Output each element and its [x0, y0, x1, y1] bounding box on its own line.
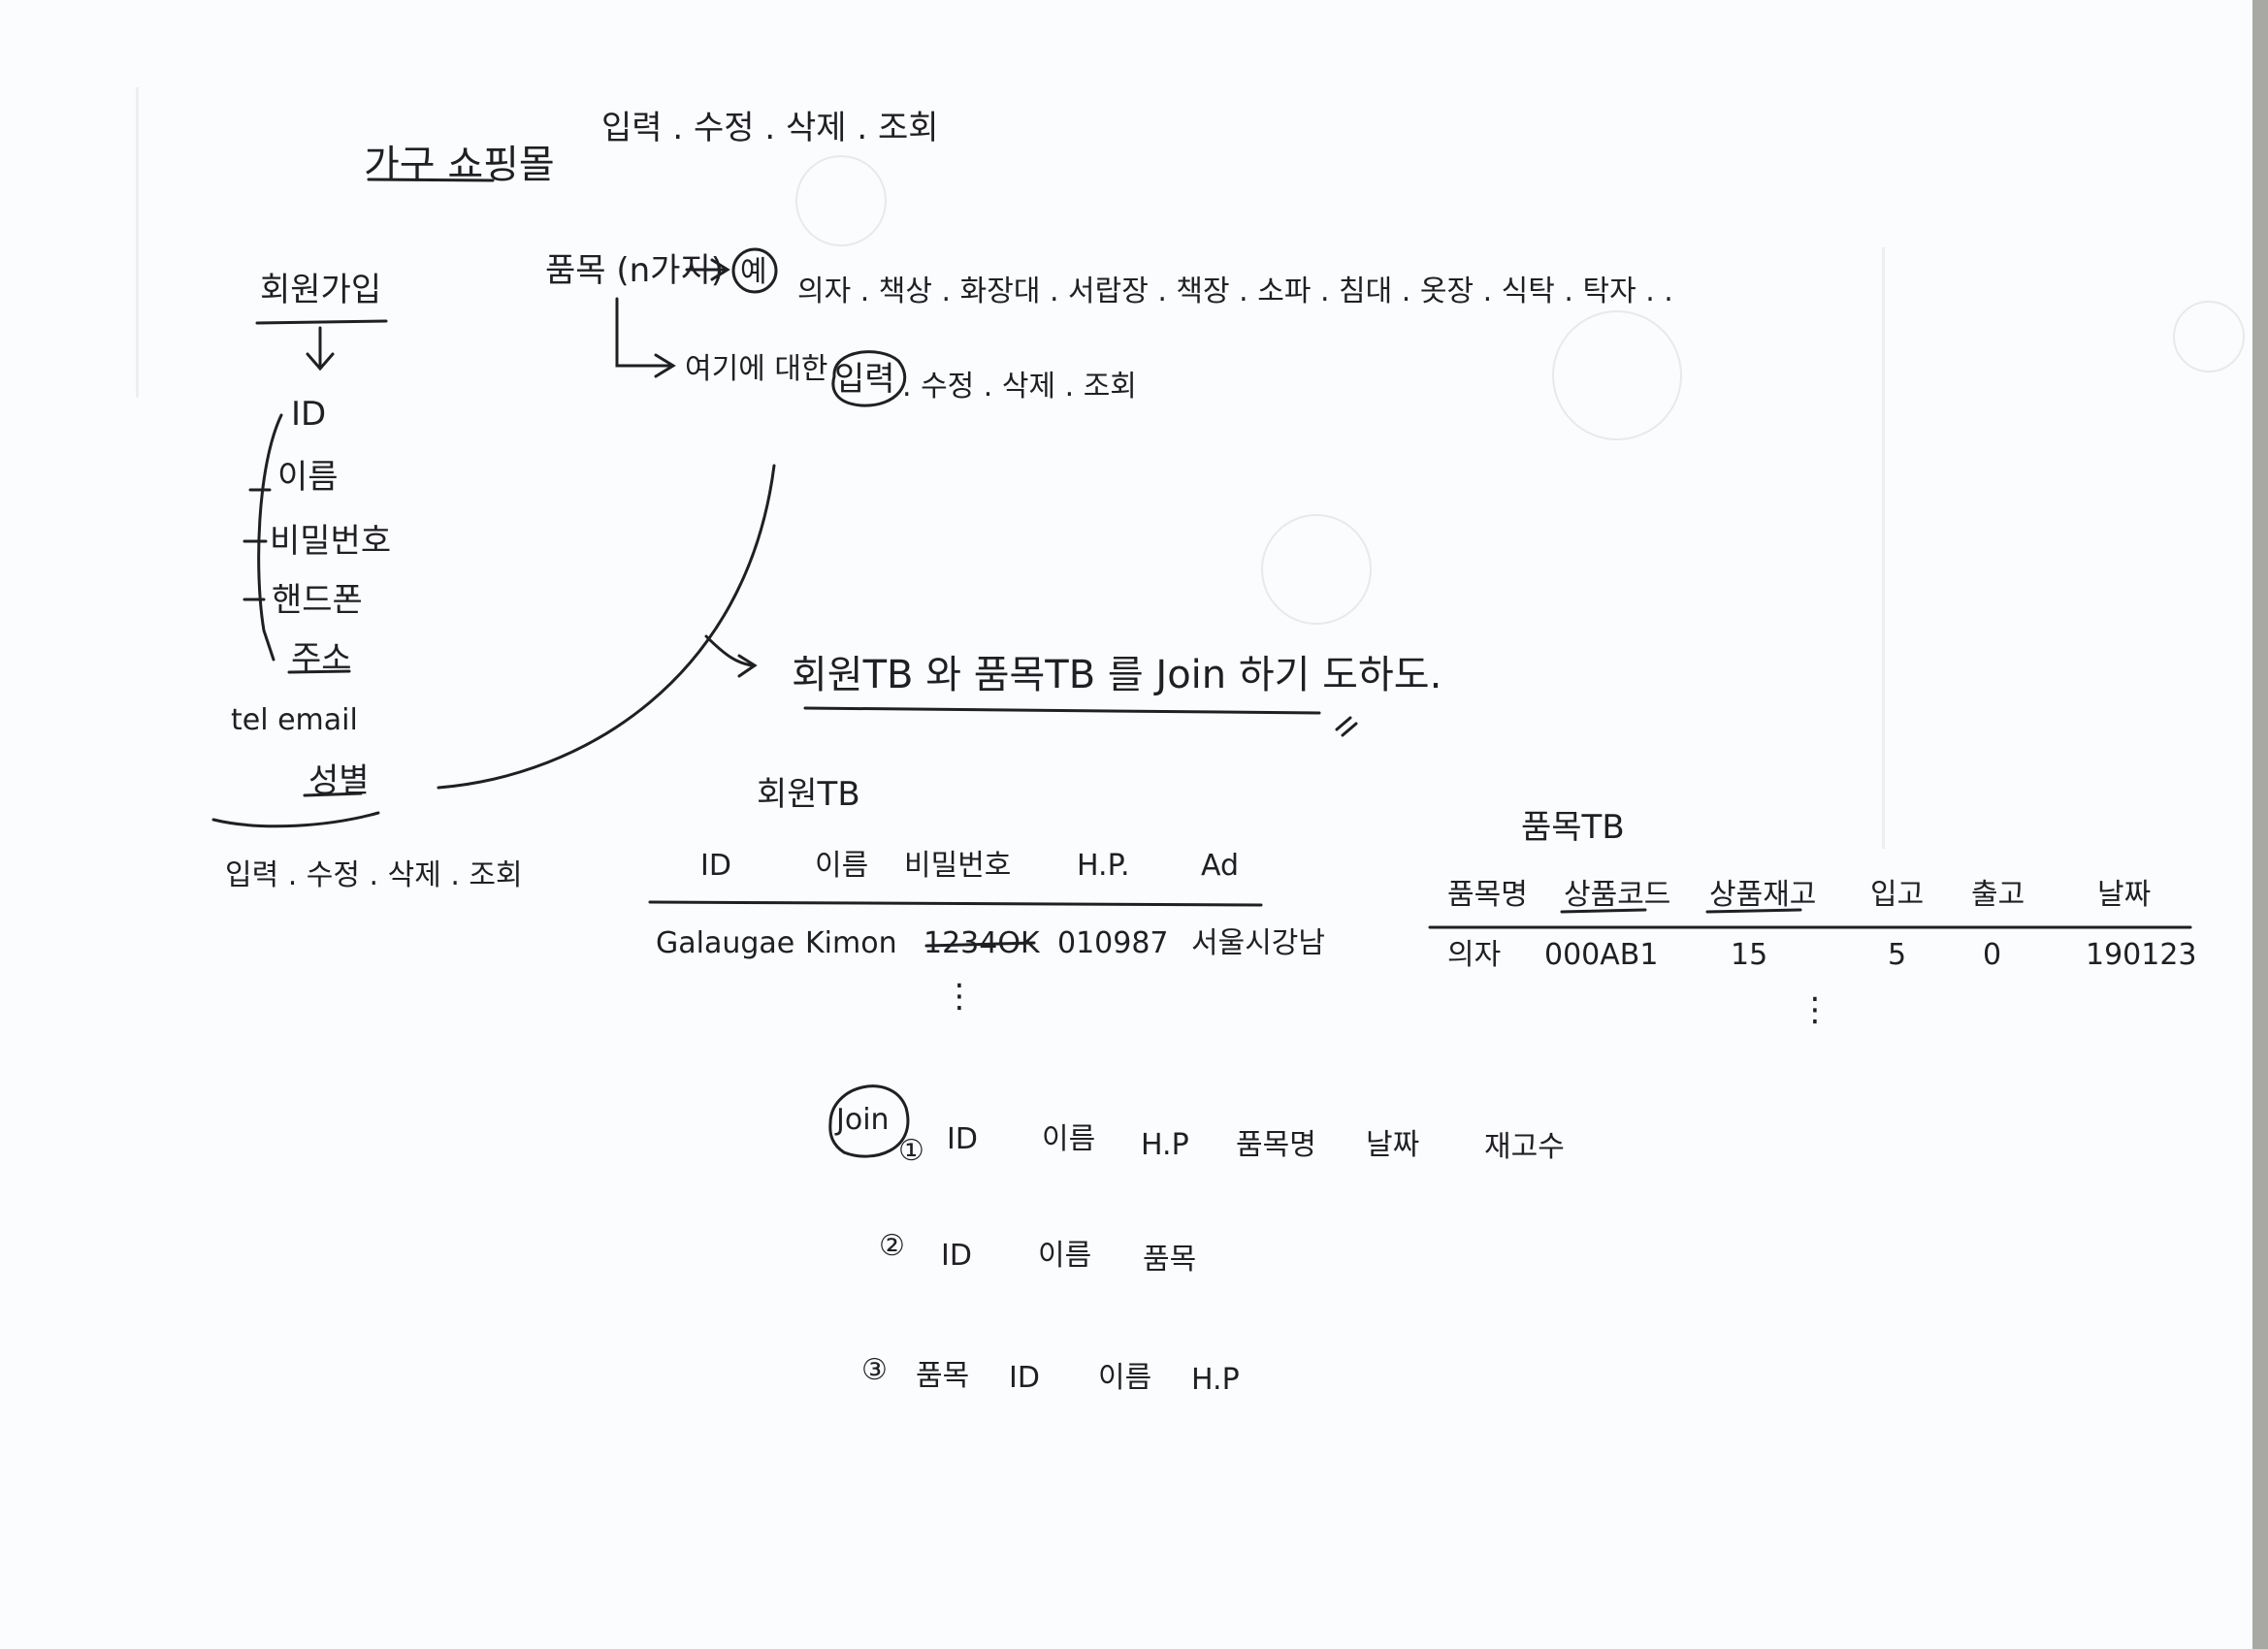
top-operations: 입력 . 수정 . 삭제 . 조회 — [601, 109, 939, 147]
join-1-field: ID — [947, 1122, 978, 1156]
member-header-underline — [648, 900, 1263, 907]
gender-underline — [303, 792, 363, 797]
product-ops-rest: . 수정 . 삭제 . 조회 — [902, 370, 1137, 404]
bleed-through-mark — [1552, 310, 1682, 440]
product-cell-date: 190123 — [2086, 938, 2197, 972]
join-1-field: 날짜 — [1366, 1128, 1420, 1162]
product-cell-in: 5 — [1888, 938, 1907, 972]
join-label: Join — [836, 1103, 890, 1137]
ops-elbow-arrow — [615, 297, 676, 378]
bleed-through-mark — [795, 155, 887, 246]
join-2-field: 이름 — [1038, 1239, 1092, 1273]
join-1-field: 품목명 — [1236, 1128, 1316, 1162]
join-2-field: ID — [941, 1239, 972, 1273]
join-3-marker: ③ — [861, 1353, 888, 1387]
signup-field-name: 이름 — [277, 458, 339, 497]
product-cell-code: 000AB1 — [1544, 938, 1659, 972]
join-3-field: 품목 — [916, 1359, 970, 1393]
signup-field-id: ID — [291, 395, 327, 434]
product-col-in: 입고 — [1870, 878, 1925, 912]
product-col-date: 날짜 — [2097, 878, 2152, 912]
example-marker: 예 — [740, 255, 767, 289]
product-ops-prefix: 여기에 대한 — [685, 352, 828, 386]
bleed-through-line — [136, 87, 139, 398]
page-title: 가구 쇼핑몰 — [364, 143, 555, 187]
join-3-field: ID — [1009, 1361, 1040, 1395]
product-cell-name: 의자 — [1447, 938, 1502, 972]
member-col-name: 이름 — [815, 849, 869, 883]
member-table-title: 회원TB — [757, 775, 860, 814]
product-col-stock: 상품재고 — [1709, 878, 1817, 912]
signup-extra-fields: tel email — [231, 703, 358, 737]
signup-field-bracket — [257, 413, 283, 662]
join-3-field: 이름 — [1098, 1361, 1152, 1395]
product-stock-underline — [1705, 908, 1802, 914]
address-underline — [287, 669, 351, 674]
scan-edge — [2252, 0, 2268, 1649]
bleed-through-mark — [1261, 514, 1372, 625]
gender-to-join-curve — [437, 464, 776, 790]
product-cell-stock: 15 — [1731, 938, 1768, 972]
product-table-title: 품목TB — [1521, 808, 1625, 847]
title-underline — [367, 178, 495, 182]
join-note-underline — [803, 706, 1321, 715]
join-2-marker: ② — [879, 1229, 905, 1263]
product-ops-circled: 입력 — [834, 360, 895, 399]
bleed-through-mark — [2173, 301, 2245, 372]
signup-bottom-line — [211, 811, 380, 828]
member-table-more: ⋮ — [943, 977, 976, 1016]
join-1-field: H.P — [1141, 1128, 1189, 1162]
join-note-arrow — [704, 634, 758, 678]
member-col-password: 비밀번호 — [904, 849, 1012, 883]
product-col-name: 품목명 — [1447, 878, 1528, 912]
join-1-field: 이름 — [1042, 1122, 1096, 1156]
product-col-out: 출고 — [1971, 878, 2025, 912]
signup-field-gender: 성별 — [308, 761, 370, 800]
product-examples: 의자 . 책상 . 화장대 . 서랍장 . 책장 . 소파 . 침대 . 옷장 … — [797, 275, 1673, 308]
join-1-field: 재고수 — [1484, 1130, 1565, 1164]
join-3-field: H.P — [1191, 1363, 1240, 1397]
example-circle — [731, 247, 778, 294]
product-arrow — [685, 258, 730, 281]
join-label-circle — [828, 1084, 910, 1158]
ops-circle — [831, 350, 907, 407]
product-code-underline — [1560, 908, 1647, 914]
signup-operations: 입력 . 수정 . 삭제 . 조회 — [225, 858, 523, 892]
member-cell-address: 서울시강남 — [1191, 926, 1325, 960]
signup-title: 회원가입 — [260, 271, 382, 309]
product-table-more: ⋮ — [1798, 990, 1831, 1029]
member-col-address: Ad — [1201, 849, 1240, 883]
signup-title-underline — [255, 319, 388, 325]
member-cell-name: Kimon — [805, 926, 897, 960]
join-note: 회원TB 와 품목TB 를 Join 하기 도하도. — [792, 653, 1442, 697]
signup-field-address: 주소 — [291, 639, 352, 678]
signup-field-password: 비밀번호 — [270, 522, 392, 561]
member-cell-hp: 010987 — [1057, 926, 1169, 960]
member-cell-id: Galaugae — [656, 926, 795, 960]
bleed-through-line — [1882, 247, 1885, 849]
member-col-id: ID — [700, 849, 731, 883]
join-note-double-slash — [1335, 716, 1358, 737]
signup-down-arrow — [306, 326, 335, 372]
password-strikethrough — [924, 941, 1036, 948]
member-col-hp: H.P. — [1077, 849, 1130, 883]
product-cell-out: 0 — [1983, 938, 2002, 972]
join-2-field: 품목 — [1143, 1243, 1197, 1277]
product-col-code: 상품코드 — [1564, 878, 1671, 912]
signup-field-phone: 핸드폰 — [272, 581, 363, 620]
